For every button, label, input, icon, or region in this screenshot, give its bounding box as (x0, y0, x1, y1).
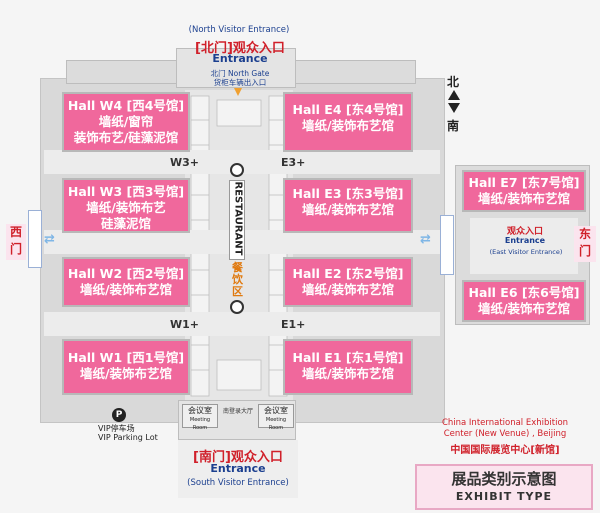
meeting-room-east: 会议室 Meeting Room (258, 404, 294, 431)
hall-e2-line-1: 墙纸/装饰布艺馆 (301, 282, 395, 297)
hall-w1-title: Hall W1 [西1号馆] (67, 350, 185, 365)
hall-w2-title: Hall W2 [西2号馆] (67, 266, 185, 281)
north-truck-label: 货柜车辆出入口 (213, 78, 267, 87)
compass-south-label: 南 (447, 119, 460, 133)
parking-cn: VIP停车场 (98, 424, 135, 433)
restaurant-text-en: RESTAURANT (232, 181, 244, 256)
hall-w3-line-1: 墙纸/装饰布艺 (86, 200, 166, 215)
north-gate-arrow-icon (234, 88, 242, 98)
north-visitor-entrance-en: (North Visitor Entrance) (188, 25, 290, 35)
hall-w2[interactable]: Hall W2 [西2号馆] 墙纸/装饰布艺馆 (62, 257, 190, 307)
south-entrance-en: Entrance (210, 462, 266, 475)
east-door-panel (440, 215, 454, 275)
parking-icon: P (112, 408, 126, 422)
hall-e4-line-1: 墙纸/装饰布艺馆 (301, 118, 395, 133)
north-entrance-en: Entrance (212, 52, 268, 65)
hall-e6-title: Hall E6 [东6号馆] (468, 285, 580, 300)
hall-w4-line-2: 装饰布艺/硅藻泥馆 (73, 130, 179, 145)
hall-e4[interactable]: Hall E4 [东4号馆] 墙纸/装饰布艺馆 (283, 92, 413, 152)
compass-north-label: 北 (447, 75, 460, 89)
venue-name-en-1: China International Exhibition (441, 418, 569, 428)
hall-w4-line-1: 墙纸/窗帘 (98, 114, 154, 129)
mezzanine-w3: W3+ (170, 156, 200, 169)
hall-e2[interactable]: Hall E2 [东2号馆] 墙纸/装饰布艺馆 (283, 257, 413, 307)
hall-e1-line-1: 墙纸/装饰布艺馆 (301, 366, 395, 381)
hall-e7-title: Hall E7 [东7号馆] (468, 175, 580, 190)
north-gate-label: 北门 North Gate (210, 69, 270, 78)
restaurant-bottom-icon (230, 300, 244, 314)
east-door-label: 东门 (574, 226, 596, 262)
restaurant-icon (230, 163, 244, 177)
hall-e7-line-1: 墙纸/装饰布艺馆 (477, 191, 571, 206)
hall-w2-line-1: 墙纸/装饰布艺馆 (79, 282, 173, 297)
east-gate-cn: 观众入口 (506, 227, 543, 237)
south-entrance-panel (178, 440, 298, 498)
hall-e2-title: Hall E2 [东2号馆] (292, 266, 404, 281)
east-visitor-entrance-en: (East Visitor Entrance) (489, 248, 563, 256)
hall-e1-title: Hall E1 [东1号馆] (292, 350, 404, 365)
hall-e3-line-1: 墙纸/装饰布艺馆 (301, 202, 395, 217)
hall-w1[interactable]: Hall W1 [西1号馆] 墙纸/装饰布艺馆 (62, 339, 190, 395)
west-door-label: 西门 (6, 224, 26, 260)
west-door-panel (28, 210, 42, 268)
legend-title-en: EXHIBIT TYPE (455, 490, 553, 503)
restaurant-label-en: RESTAURANT (229, 180, 245, 260)
mezzanine-e1: E1+ (281, 318, 306, 331)
south-visitor-entrance-en: (South Visitor Entrance) (187, 478, 289, 488)
hall-w4[interactable]: Hall W4 [西4号馆] 墙纸/窗帘 装饰布艺/硅藻泥馆 (62, 92, 190, 152)
meeting-room-west-cn: 会议室 (188, 406, 212, 415)
south-gate-cn: [南门]观众入口 (193, 450, 283, 465)
hall-e6-line-1: 墙纸/装饰布艺馆 (477, 301, 571, 316)
hall-e1[interactable]: Hall E1 [东1号馆] 墙纸/装饰布艺馆 (283, 339, 413, 395)
hall-e4-title: Hall E4 [东4号馆] (292, 102, 404, 117)
legend-box (415, 464, 593, 510)
compass-up-arrow-icon (448, 90, 460, 100)
west-arrow-icon: ⇄ (44, 232, 55, 247)
hall-e6[interactable]: Hall E6 [东6号馆] 墙纸/装饰布艺馆 (462, 280, 586, 322)
east-arrow-icon: ⇄ (420, 232, 431, 247)
parking-en: VIP Parking Lot (98, 433, 158, 442)
hall-w1-line-1: 墙纸/装饰布艺馆 (79, 366, 173, 381)
venue-name-cn: 中国国际展览中心[新馆] (450, 445, 560, 456)
meeting-room-east-en: Meeting Room (265, 417, 287, 431)
south-lobby: 南登录大厅 (222, 408, 253, 415)
corridor-south (44, 312, 440, 336)
mezzanine-e3: E3+ (281, 156, 306, 169)
compass-down-arrow-icon (448, 103, 460, 113)
hall-w3-line-2: 硅藻泥馆 (100, 216, 151, 231)
meeting-room-west: 会议室 Meeting Room (182, 404, 218, 431)
hall-e3[interactable]: Hall E3 [东3号馆] 墙纸/装饰布艺馆 (283, 178, 413, 233)
north-gate-cn: [北门]观众入口 (195, 41, 285, 56)
meeting-room-west-en: Meeting Room (189, 417, 211, 431)
north-gate-block (176, 48, 296, 88)
restaurant-label-cn: 餐饮区 (232, 261, 243, 298)
legend-title-cn: 展品类别示意图 (451, 470, 557, 488)
meeting-room-east-cn: 会议室 (264, 406, 288, 415)
hall-e7[interactable]: Hall E7 [东7号馆] 墙纸/装饰布艺馆 (462, 170, 586, 212)
mezzanine-w1: W1+ (170, 318, 200, 331)
hall-w3[interactable]: Hall W3 [西3号馆] 墙纸/装饰布艺 硅藻泥馆 (62, 178, 190, 233)
east-entrance-en: Entrance (504, 236, 546, 245)
hall-w3-title: Hall W3 [西3号馆] (67, 184, 185, 199)
hall-w4-title: Hall W4 [西4号馆] (67, 98, 185, 113)
hall-e3-title: Hall E3 [东3号馆] (292, 186, 404, 201)
east-entrance-block (470, 218, 578, 274)
venue-name-en-2: Center (New Venue) , Beijing (443, 429, 567, 439)
